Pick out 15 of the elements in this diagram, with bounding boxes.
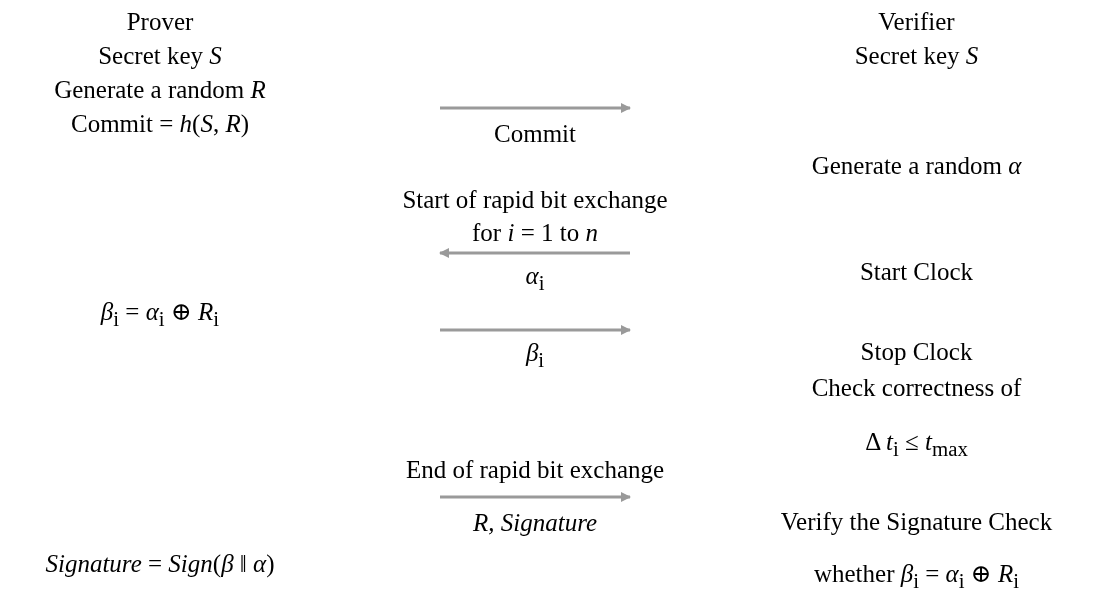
protocol-step: whether β$_{i}$ = α$_{i}$ ⊕ R$_{i}$ [813,558,1020,597]
protocol-step: Δ t$_{i}$ ≤ t$_{max}$ [865,426,968,465]
protocol-step: Secret key S [854,40,979,72]
party-heading: Stop Clock [860,337,973,367]
protocol-step: Signature = Sign(β ‖ α) [45,548,275,580]
party-heading: Verify the Signature Check [780,507,1053,537]
protocol-step: Start Clock [859,256,974,288]
protocol-step: Secret key S [98,40,222,72]
protocol-step: Commit = h(S, R) [71,108,249,140]
protocol-step: β$_{i}$ = α$_{i}$ ⊕ R$_{i}$ [100,296,220,335]
protocol-step: Check correctness of [811,372,1022,404]
party-heading: Verifier [878,7,955,37]
protocol-step: Generate a random α [811,150,1022,182]
party-heading: Prover [126,7,194,37]
protocol-step: Generate a random R [54,74,266,106]
